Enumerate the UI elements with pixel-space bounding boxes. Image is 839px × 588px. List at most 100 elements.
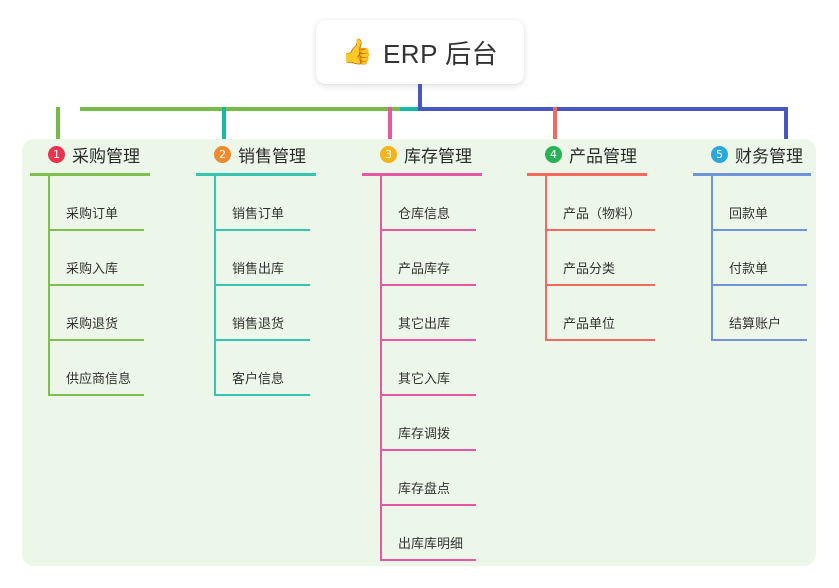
branch-item[interactable]: 结算账户 (693, 286, 839, 341)
branch-item-label: 付款单 (729, 261, 769, 276)
branch-header-sales[interactable]: 2 销售管理 (196, 139, 346, 169)
root-node-label: ERP 后台 (382, 38, 499, 69)
branch-number-badge: 2 (214, 145, 231, 163)
drop-connector-sales (222, 107, 226, 143)
branch-item[interactable]: 产品（物料） (527, 176, 677, 231)
branch-number-badge: 1 (48, 145, 65, 163)
branch-item[interactable]: 其它入库 (362, 341, 512, 396)
branch-item-rule (545, 229, 655, 231)
branch-header-product[interactable]: 4 产品管理 (527, 139, 677, 169)
branch-item-label: 销售退货 (232, 316, 285, 331)
branch-title: 采购管理 (72, 146, 140, 166)
branch-header-rule (362, 173, 482, 176)
branch-item-rule (214, 394, 310, 396)
branch-item-rule (545, 339, 655, 341)
branch-item-rule (380, 339, 476, 341)
branch-column-purchasing: 1 采购管理采购订单采购入库采购退货供应商信息 (30, 139, 180, 396)
branch-item-label: 采购订单 (66, 206, 119, 221)
branch-item[interactable]: 出库库明细 (362, 506, 512, 561)
branch-item[interactable]: 仓库信息 (362, 176, 512, 231)
branch-header-rule (196, 173, 316, 176)
branch-spine (48, 176, 50, 396)
branch-item-rule (711, 284, 807, 286)
branch-item[interactable]: 销售订单 (196, 176, 346, 231)
branch-item-label: 销售出库 (232, 261, 285, 276)
branch-item-list: 产品（物料） 产品分类产品单位 (527, 176, 677, 341)
branch-item-label: 采购退货 (66, 316, 119, 331)
branch-item[interactable]: 销售退货 (196, 286, 346, 341)
branch-item[interactable]: 采购退货 (30, 286, 180, 341)
branches-panel: 1 采购管理采购订单采购入库采购退货供应商信息 2 销售管理销售订单销售出库销售退货客… (22, 139, 816, 566)
branch-item-list: 回款单付款单结算账户 (693, 176, 839, 341)
drop-connector-inventory (388, 107, 392, 143)
branch-item-rule (545, 284, 655, 286)
branch-item-rule (48, 284, 144, 286)
root-stem-connector (418, 84, 422, 109)
branch-item[interactable]: 库存盘点 (362, 451, 512, 506)
branch-spine (545, 176, 547, 341)
root-node-erp-backend[interactable]: 👍 ERP 后台 (316, 20, 524, 84)
branch-title: 财务管理 (735, 146, 803, 166)
branch-spine (711, 176, 713, 341)
branch-item-label: 产品库存 (398, 261, 451, 276)
branch-title: 产品管理 (569, 146, 637, 166)
branch-item-rule (711, 229, 807, 231)
branch-item-rule (380, 504, 476, 506)
branch-number-badge: 3 (380, 145, 397, 163)
branch-item-label: 其它出库 (398, 316, 451, 331)
branch-item[interactable]: 库存调拨 (362, 396, 512, 451)
branch-item-label: 出库库明细 (398, 536, 464, 551)
branch-item[interactable]: 采购入库 (30, 231, 180, 286)
branch-title: 销售管理 (238, 146, 306, 166)
branch-number-badge: 4 (545, 145, 562, 163)
branch-header-purchasing[interactable]: 1 采购管理 (30, 139, 180, 169)
branch-item-list: 仓库信息产品库存其它出库其它入库库存调拨库存盘点出库库明细 (362, 176, 512, 561)
branch-item-rule (711, 339, 807, 341)
branch-item[interactable]: 采购订单 (30, 176, 180, 231)
branch-item-list: 采购订单采购入库采购退货供应商信息 (30, 176, 180, 396)
branch-item-label: 供应商信息 (66, 371, 132, 386)
branch-item-rule (380, 284, 476, 286)
branch-item-rule (380, 449, 476, 451)
branch-item-rule (214, 284, 310, 286)
branch-item-label: 其它入库 (398, 371, 451, 386)
branch-header-finance[interactable]: 5 财务管理 (693, 139, 839, 169)
branch-column-product: 4 产品管理产品（物料） 产品分类产品单位 (527, 139, 677, 341)
branch-spine (214, 176, 216, 396)
branch-item-rule (380, 559, 476, 561)
branch-column-finance: 5 财务管理回款单付款单结算账户 (693, 139, 839, 341)
branch-item-label: 库存调拨 (398, 426, 451, 441)
branch-item-label: 销售订单 (232, 206, 285, 221)
branch-item-label: 采购入库 (66, 261, 119, 276)
drop-connector-purchasing (56, 107, 60, 143)
branch-column-sales: 2 销售管理销售订单销售出库销售退货客户信息 (196, 139, 346, 396)
branch-item-label: 回款单 (729, 206, 769, 221)
branch-item[interactable]: 其它出库 (362, 286, 512, 341)
branch-item[interactable]: 供应商信息 (30, 341, 180, 396)
branch-item-rule (48, 394, 144, 396)
branch-spine (380, 176, 382, 561)
branch-item-rule (214, 229, 310, 231)
branch-item[interactable]: 销售出库 (196, 231, 346, 286)
branch-header-rule (527, 173, 647, 176)
branch-item[interactable]: 回款单 (693, 176, 839, 231)
branch-item[interactable]: 产品库存 (362, 231, 512, 286)
branch-item[interactable]: 客户信息 (196, 341, 346, 396)
branch-item[interactable]: 产品分类 (527, 231, 677, 286)
branch-item-label: 产品（物料） (563, 206, 642, 221)
thumbs-up-icon: 👍 (341, 37, 373, 66)
branch-item-label: 库存盘点 (398, 481, 451, 496)
branch-number-badge: 5 (711, 145, 728, 163)
branch-item[interactable]: 产品单位 (527, 286, 677, 341)
branch-item[interactable]: 付款单 (693, 231, 839, 286)
branch-item-rule (48, 229, 144, 231)
branch-item-rule (380, 229, 476, 231)
bus-segment-green (80, 107, 400, 111)
branch-item-label: 产品单位 (563, 316, 616, 331)
branch-item-list: 销售订单销售出库销售退货客户信息 (196, 176, 346, 396)
drop-connector-product (553, 107, 557, 143)
branch-item-label: 仓库信息 (398, 206, 451, 221)
